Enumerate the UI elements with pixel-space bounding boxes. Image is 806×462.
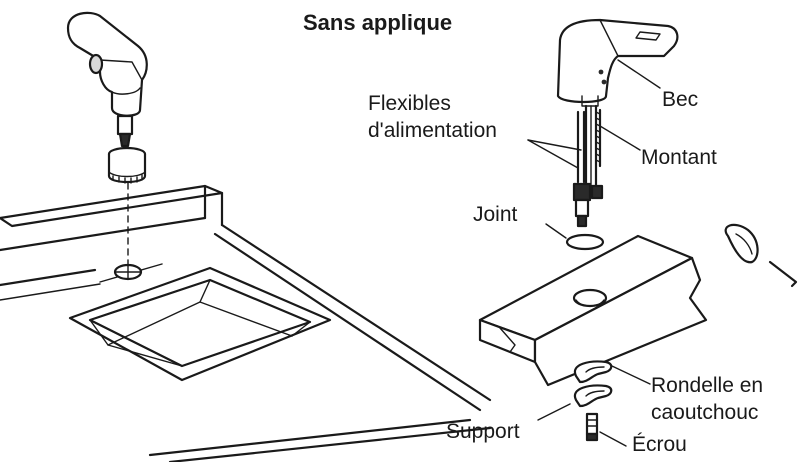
pin-part — [768, 260, 798, 288]
label-montant: Montant — [641, 146, 717, 169]
rubber-washer — [573, 360, 613, 384]
support-bracket — [573, 384, 613, 408]
sink-basin — [68, 266, 332, 382]
clip-part — [724, 223, 759, 264]
label-support: Support — [446, 420, 520, 443]
o-ring-joint — [565, 233, 605, 251]
riser-montant — [584, 104, 602, 192]
label-flexibles-line1: Flexibles — [368, 92, 451, 115]
label-rondelle-line1: Rondelle en — [651, 374, 764, 397]
nut-ecrou — [585, 412, 599, 442]
supply-hoses — [572, 110, 604, 228]
label-bec: Bec — [662, 88, 699, 111]
label-flexibles-line2: d'alimentation — [368, 119, 497, 142]
mounting-hole — [99, 263, 163, 283]
label-rondelle-line2: caoutchouc — [651, 401, 759, 424]
faucet-left — [66, 11, 148, 184]
spout-bec — [556, 18, 679, 107]
diagram-title: Sans applique — [303, 10, 453, 35]
leader-lines — [527, 59, 661, 447]
countertop — [0, 184, 492, 462]
counter-section — [478, 234, 708, 387]
label-joint: Joint — [473, 203, 518, 226]
label-ecrou: Écrou — [632, 433, 687, 456]
